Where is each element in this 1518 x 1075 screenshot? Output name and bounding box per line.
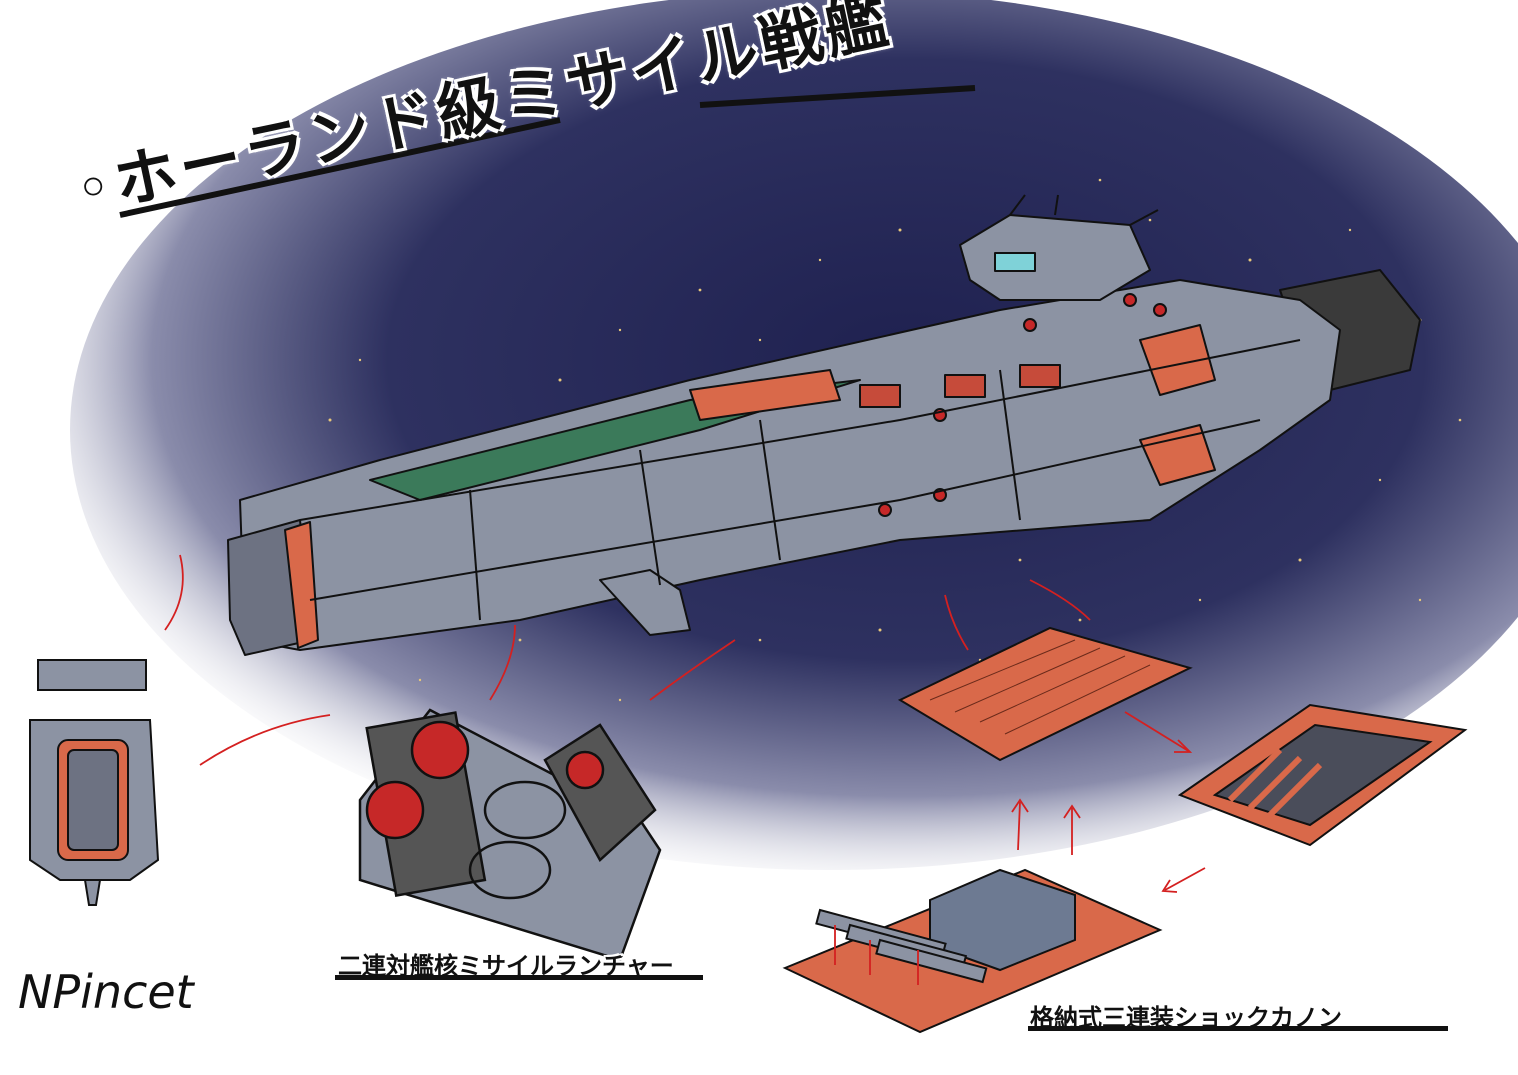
bow-accent [284,521,319,649]
title-underlines [119,85,976,218]
ventral-fin [599,569,691,636]
antenna-1 [1009,194,1026,216]
red-assembly-arrows [164,554,1206,985]
shock-cannon-turret [782,868,1163,1034]
artist-signature: NPincet [18,965,194,1019]
caption-cannon-underline [1028,1026,1448,1031]
antenna-2 [1054,194,1059,216]
missile-vents [859,364,1061,408]
missile-launcher [358,708,662,962]
bridge-windows [994,252,1036,272]
battleship-top-view [29,659,160,906]
battleship-main-view [227,194,1421,656]
red-hatches [878,293,1167,517]
hull-panel-lines [299,339,1301,621]
upper-hull [239,279,1341,651]
bridge-tower [959,214,1151,301]
orange-panel-2 [1139,324,1216,396]
hatch-cover [897,626,1193,762]
antenna-3 [1129,209,1159,226]
caption-launcher-underline [335,975,703,980]
orange-panel-3 [1139,424,1216,486]
orange-panel-1 [689,369,841,421]
open-hatch [1177,703,1468,847]
